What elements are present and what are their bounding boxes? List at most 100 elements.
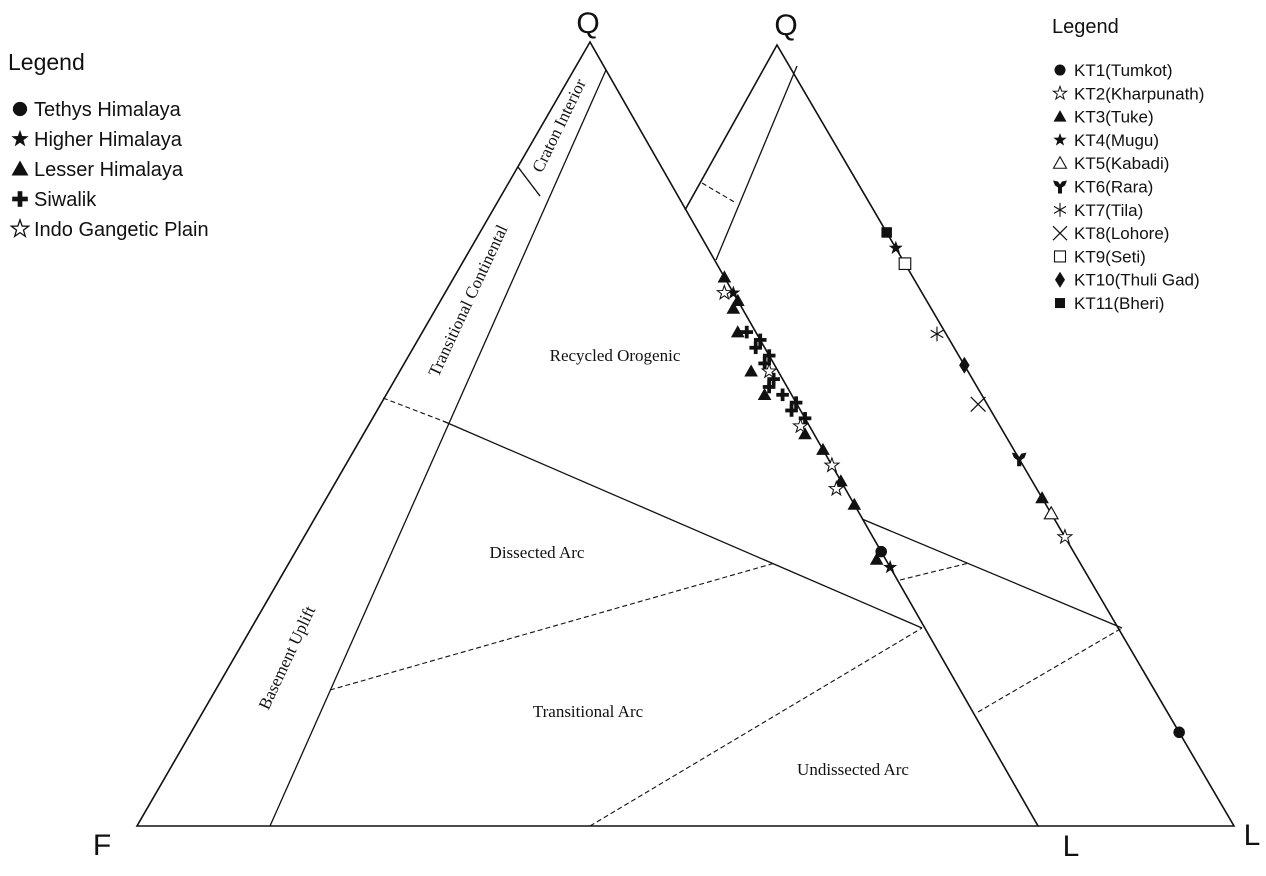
data-point-0-2-7 bbox=[816, 442, 830, 455]
data-point-1-3-0 bbox=[888, 240, 903, 255]
data-point-1-2-0 bbox=[1035, 491, 1049, 504]
data-point-0-2-10 bbox=[869, 552, 884, 565]
left-apex-q-label: Q bbox=[576, 7, 599, 40]
right-legend-item-icon-asterisk-6 bbox=[1053, 202, 1067, 217]
data-point-0-3-5 bbox=[767, 372, 780, 386]
left-legend-item-label-0: Tethys Himalaya bbox=[34, 99, 182, 121]
data-point-0-2-9 bbox=[847, 497, 862, 510]
data-point-1-6-0 bbox=[930, 326, 944, 342]
right-legend-item-icon-filled-star-3 bbox=[1053, 132, 1067, 146]
transitional-undissected-boundary bbox=[589, 627, 923, 827]
right-legend-item-label-8: KT9(Seti) bbox=[1074, 247, 1146, 266]
left-legend-item-label-3: Siwalik bbox=[34, 189, 97, 211]
field-label-transitional-arc: Transitional Arc bbox=[533, 702, 644, 721]
right-legend-item-label-10: KT11(Bheri) bbox=[1074, 294, 1164, 313]
right-legend-item-label-1: KT2(Kharpunath) bbox=[1074, 84, 1204, 103]
right-apex-q-label: Q bbox=[774, 9, 797, 42]
data-point-1-1-0 bbox=[1057, 529, 1073, 544]
left-apex-f-label: F bbox=[93, 829, 111, 862]
left-legend-title: Legend bbox=[8, 49, 85, 75]
right-craton-boundary bbox=[701, 182, 737, 204]
data-point-0-2-1 bbox=[731, 293, 745, 306]
data-point-0-3-4 bbox=[758, 357, 771, 370]
data-point-0-3-2 bbox=[749, 341, 763, 355]
data-point-0-3-9 bbox=[785, 404, 798, 417]
continental-block-boundary bbox=[269, 69, 607, 827]
data-point-1-8-0 bbox=[898, 257, 912, 271]
craton-transitional-boundary bbox=[517, 166, 541, 197]
data-point-0-4-0 bbox=[716, 285, 732, 300]
data-point-0-2-3 bbox=[730, 325, 745, 338]
right-legend-item-label-3: KT4(Mugu) bbox=[1074, 131, 1159, 150]
data-point-1-4-0 bbox=[1043, 505, 1060, 520]
left-legend-item-icon-filled-star-1 bbox=[11, 129, 29, 147]
left-legend-item-icon-bold-plus-3 bbox=[12, 191, 28, 207]
left-ternary-diagram bbox=[135, 40, 1040, 827]
right-triangle-outline bbox=[684, 43, 1236, 827]
data-point-0-1-1 bbox=[883, 559, 898, 574]
data-point-0-3-8 bbox=[789, 396, 803, 409]
data-point-0-2-2 bbox=[726, 301, 741, 314]
right-recycled-boundary bbox=[861, 518, 1123, 629]
right-legend-item-icon-filled-square-10 bbox=[1055, 298, 1065, 309]
left-legend-item-icon-open-star-4 bbox=[10, 219, 30, 238]
data-point-0-2-5 bbox=[757, 387, 772, 401]
right-legend-item-icon-filled-diamond-9 bbox=[1055, 271, 1065, 288]
dissected-transitional-boundary bbox=[329, 562, 776, 691]
right-legend-item-label-0: KT1(Tumkot) bbox=[1074, 61, 1173, 80]
right-legend-item-label-2: KT3(Tuke) bbox=[1074, 108, 1154, 127]
right-legend-item-icon-open-triangle-4 bbox=[1052, 155, 1068, 169]
right-continental-boundary bbox=[715, 65, 798, 261]
data-point-1-5-0 bbox=[1011, 452, 1027, 467]
data-point-0-3-0 bbox=[740, 325, 754, 339]
right-legend-item-icon-filled-triangle-2 bbox=[1053, 110, 1067, 122]
field-label-undissected-arc: Undissected Arc bbox=[797, 760, 909, 779]
right-legend-item-label-7: KT8(Lohore) bbox=[1074, 224, 1169, 243]
data-point-1-0-0 bbox=[1173, 726, 1185, 739]
left-legend-item-icon-filled-circle-0 bbox=[12, 101, 28, 117]
right-legend-item-icon-filled-circle-0 bbox=[1054, 64, 1066, 76]
left-data-points bbox=[716, 270, 898, 574]
right-ternary-diagram bbox=[684, 43, 1236, 827]
right-legend-item-label-6: KT7(Tila) bbox=[1074, 201, 1143, 220]
left-legend-item-label-4: Indo Gangetic Plain bbox=[34, 219, 209, 241]
transitional-basement-boundary bbox=[382, 397, 444, 422]
right-legend-item-label-4: KT5(Kabadi) bbox=[1074, 154, 1169, 173]
data-point-0-3-10 bbox=[798, 412, 812, 425]
recycled-orogenic-boundary bbox=[442, 420, 923, 629]
data-point-0-4-3 bbox=[824, 457, 840, 472]
right-undissected-boundary bbox=[977, 627, 1123, 713]
right-dissected-boundary bbox=[899, 562, 970, 581]
right-data-points bbox=[881, 227, 1185, 739]
right-legend-item-label-5: KT6(Rara) bbox=[1074, 178, 1153, 197]
right-legend-item-icon-open-star-1 bbox=[1052, 85, 1068, 100]
data-point-0-2-4 bbox=[744, 364, 758, 377]
left-legend-item-label-1: Higher Himalaya bbox=[34, 129, 183, 151]
data-point-0-2-6 bbox=[798, 427, 812, 440]
left-legend-item-label-2: Lesser Himalaya bbox=[34, 159, 184, 181]
data-point-0-3-3 bbox=[762, 349, 776, 362]
field-label-recycled-orogenic: Recycled Orogenic bbox=[550, 346, 681, 365]
right-legend-title: Legend bbox=[1052, 16, 1119, 38]
left-triangle-outline bbox=[135, 40, 1040, 827]
left-legend-item-icon-filled-triangle-2 bbox=[11, 160, 29, 176]
data-point-1-10-0 bbox=[881, 227, 892, 238]
data-point-0-2-0 bbox=[717, 270, 732, 283]
data-point-0-0-0 bbox=[875, 545, 887, 558]
data-point-0-3-1 bbox=[753, 333, 767, 347]
right-legend-item-icon-tri-lobe-5 bbox=[1053, 180, 1067, 194]
data-point-0-3-7 bbox=[776, 388, 789, 402]
right-apex-l-label: L bbox=[1244, 819, 1261, 852]
right-legend-item-label-9: KT10(Thuli Gad) bbox=[1074, 271, 1200, 290]
data-point-1-9-0 bbox=[959, 356, 970, 374]
right-legend-item-icon-cross-x-7 bbox=[1052, 225, 1068, 241]
field-label-basement-uplift: Basement Uplift bbox=[255, 603, 320, 713]
field-label-transitional-continental: Transitional Continental bbox=[425, 222, 512, 380]
data-point-0-3-6 bbox=[762, 380, 776, 394]
data-point-1-7-0 bbox=[970, 396, 986, 413]
right-legend-item-icon-open-square-8 bbox=[1053, 250, 1067, 263]
left-apex-l-label: L bbox=[1063, 830, 1080, 863]
field-label-dissected-arc: Dissected Arc bbox=[490, 543, 585, 562]
